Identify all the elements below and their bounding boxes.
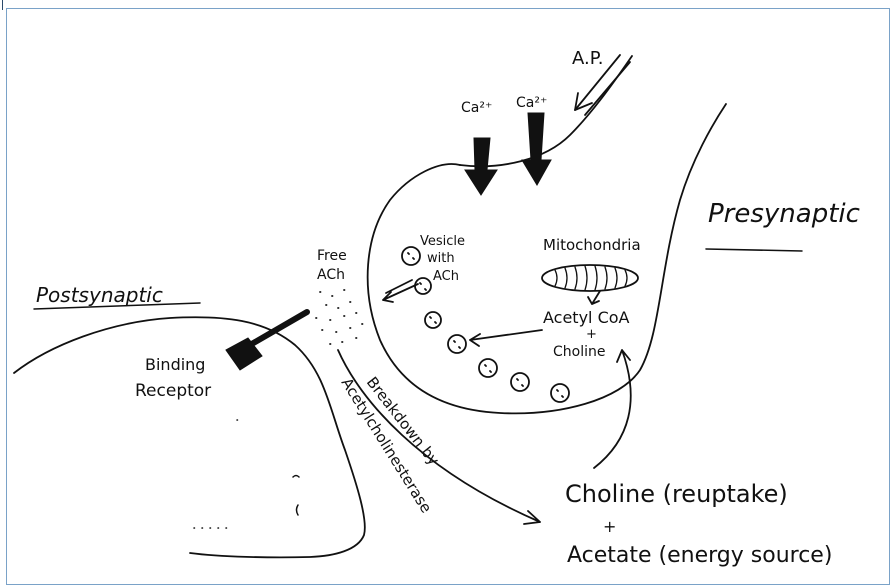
presynaptic-membrane <box>368 104 726 413</box>
breakdown-arrow <box>338 350 540 524</box>
postsynaptic-marks <box>194 420 299 528</box>
choline-label: Choline <box>553 344 605 360</box>
reuptake-arrow <box>594 350 631 468</box>
vesicle <box>402 247 420 265</box>
free-ach-dots <box>316 290 363 344</box>
vesicle <box>511 373 529 391</box>
vesicle <box>415 278 431 294</box>
free-ach-label-1: Free <box>317 248 347 264</box>
vesicle <box>425 312 441 328</box>
vesicle-label-2: with <box>427 251 455 266</box>
free-ach-label-2: ACh <box>317 267 345 283</box>
acetyl-coa-label: Acetyl CoA <box>543 308 630 327</box>
mitochondrion <box>542 265 638 291</box>
binding-receptor-label-1: Binding <box>145 355 205 374</box>
calcium-label-2: Ca²⁺ <box>516 95 547 111</box>
ap-label: A.P. <box>572 48 604 69</box>
vesicle <box>479 359 497 377</box>
plus-label-1: + <box>586 327 597 342</box>
coa-to-vesicle-arrow <box>470 330 542 346</box>
vesicle <box>551 384 569 402</box>
release-arrow <box>383 280 418 302</box>
presynaptic-underline <box>706 249 802 251</box>
presynaptic-label: Presynaptic <box>708 199 860 229</box>
acetate-label: Acetate (energy source) <box>567 543 832 568</box>
vesicle-label-3: ACh <box>433 269 459 284</box>
mito-to-coa-arrow <box>588 291 600 304</box>
calcium-label-1: Ca²⁺ <box>461 100 492 116</box>
vesicle <box>448 335 466 353</box>
mitochondria-label: Mitochondria <box>543 236 641 254</box>
receptor-arrow <box>250 312 307 345</box>
postsynaptic-label: Postsynaptic <box>36 283 163 307</box>
vesicle-label-1: Vesicle <box>420 234 465 249</box>
binding-receptor-label-2: Receptor <box>135 381 211 401</box>
postsynaptic-membrane <box>14 317 365 557</box>
calcium-arrow-2 <box>522 113 551 185</box>
plus-label-2: + <box>603 517 616 536</box>
choline-reuptake-label: Choline (reuptake) <box>565 480 788 508</box>
